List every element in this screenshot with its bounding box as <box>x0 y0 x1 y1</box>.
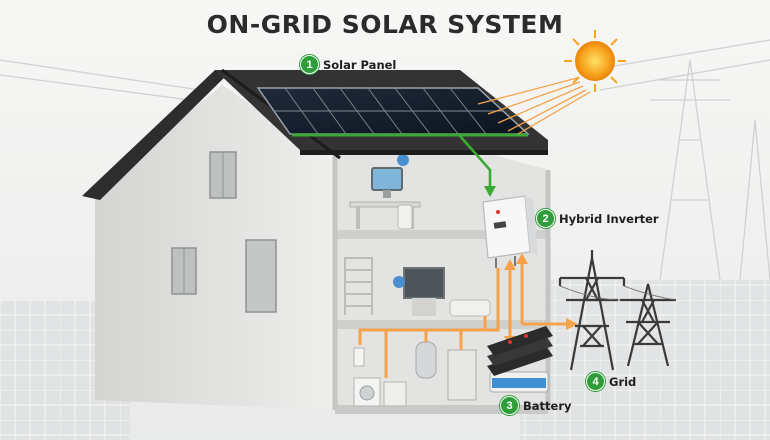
washing-machine <box>353 377 381 407</box>
label-battery: Battery <box>523 398 572 413</box>
dryer <box>383 381 407 407</box>
callout-hybrid-inverter: 2 Hybrid Inverter <box>536 209 659 228</box>
label-hybrid-inverter: Hybrid Inverter <box>559 211 659 226</box>
ac-lines <box>358 262 568 378</box>
solar-panel-array <box>256 87 530 137</box>
water-heater <box>415 341 437 379</box>
roof-gable <box>82 70 232 200</box>
badge-2: 2 <box>536 209 555 228</box>
side-door <box>245 239 277 313</box>
floor-slab-upper <box>335 230 548 239</box>
background-pylons <box>0 39 770 281</box>
callout-battery: 3 Battery <box>500 396 572 415</box>
battery-icon <box>487 326 553 393</box>
floor-slab-lower <box>335 320 548 329</box>
upstairs-office <box>349 154 421 230</box>
boiler <box>447 349 477 401</box>
label-solar-panel: Solar Panel <box>323 57 397 72</box>
transmission-tower-icon <box>558 250 676 371</box>
dc-line <box>459 135 496 197</box>
badge-4: 4 <box>586 372 605 391</box>
sun-rays <box>477 77 591 135</box>
badge-3: 3 <box>500 396 519 415</box>
inverter-icon <box>482 195 538 268</box>
label-grid: Grid <box>609 374 637 389</box>
living-room <box>344 257 491 317</box>
utility-room <box>353 341 477 407</box>
callout-solar-panel: 1 Solar Panel <box>300 55 396 74</box>
diagram-title: ON-GRID SOLAR SYSTEM <box>206 10 564 39</box>
badge-1: 1 <box>300 55 319 74</box>
house-side-wall <box>95 85 335 410</box>
power-lines <box>559 285 677 301</box>
callout-grid: 4 Grid <box>586 372 636 391</box>
sun-icon <box>564 30 626 92</box>
